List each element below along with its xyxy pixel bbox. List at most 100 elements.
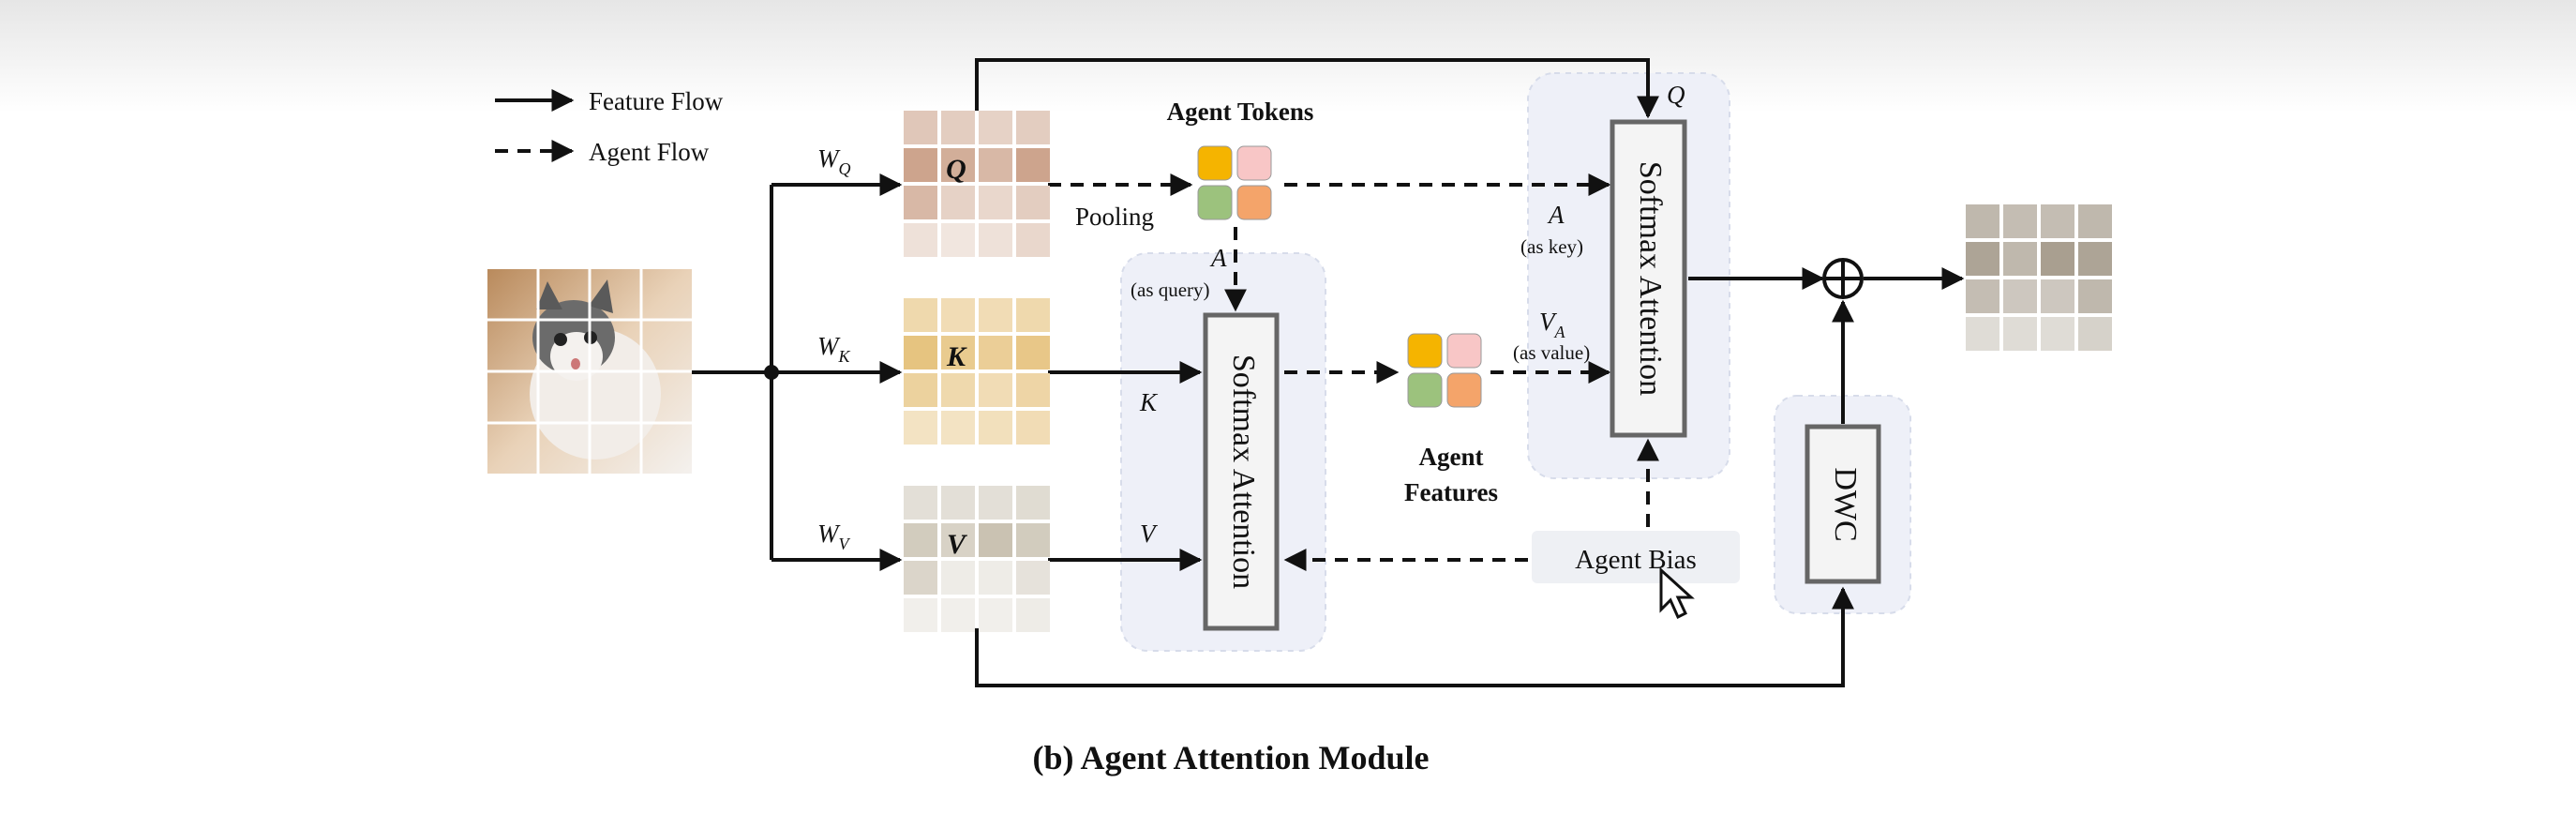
a-key-note: (as key) bbox=[1520, 235, 1583, 258]
output-matrix-cell bbox=[1966, 204, 1999, 238]
q-matrix-cell bbox=[904, 148, 937, 182]
pooling-label: Pooling bbox=[1075, 203, 1154, 231]
v-matrix-cell bbox=[1016, 598, 1050, 632]
v-matrix-cell bbox=[979, 598, 1012, 632]
v-matrix-cell bbox=[1016, 561, 1050, 595]
va-label: VA bbox=[1539, 308, 1566, 341]
output-matrix-cell bbox=[2041, 279, 2074, 313]
q-matrix-cell bbox=[904, 223, 937, 257]
softmax-left-label: Softmax Attention bbox=[1226, 354, 1261, 589]
agent-token bbox=[1197, 145, 1233, 181]
agent-token bbox=[1197, 185, 1233, 220]
legend: Feature Flow Agent Flow bbox=[495, 87, 724, 166]
agent-feature-token bbox=[1446, 372, 1482, 408]
wk-label: WK bbox=[817, 332, 851, 366]
output-matrix-cell bbox=[2078, 317, 2112, 351]
a-key-label: A bbox=[1547, 201, 1565, 229]
q-matrix-cell bbox=[1016, 111, 1050, 144]
output-matrix-cell bbox=[2003, 317, 2037, 351]
k-matrix-cell bbox=[941, 336, 975, 369]
k-matrix-cell bbox=[979, 411, 1012, 445]
output-matrix-cell bbox=[2003, 279, 2037, 313]
v-matrix bbox=[904, 486, 1050, 632]
q-matrix-cell bbox=[1016, 186, 1050, 219]
figure-caption: (b) Agent Attention Module bbox=[1033, 739, 1430, 776]
output-matrix-cell bbox=[2003, 242, 2037, 276]
cat-image bbox=[487, 269, 692, 474]
output-matrix-cell bbox=[2041, 204, 2074, 238]
branch-node bbox=[764, 365, 779, 380]
q-matrix-label: Q bbox=[946, 154, 966, 185]
q-matrix-cell bbox=[941, 111, 975, 144]
agent-feature-token bbox=[1407, 333, 1443, 369]
k-matrix-label: K bbox=[946, 341, 967, 372]
q-matrix-cell bbox=[941, 223, 975, 257]
q-top-label: Q bbox=[1667, 81, 1685, 109]
agent-feature-token bbox=[1446, 333, 1482, 369]
k-matrix-cell bbox=[904, 298, 937, 332]
mouse-cursor-icon bbox=[1659, 566, 1695, 620]
k-matrix-cell bbox=[1016, 411, 1050, 445]
v-matrix-cell bbox=[941, 523, 975, 557]
k-matrix bbox=[904, 298, 1050, 445]
v-matrix-cell bbox=[941, 561, 975, 595]
v-input-label: V bbox=[1140, 520, 1159, 548]
agent-feature-token bbox=[1407, 372, 1443, 408]
dwc-label: DWC bbox=[1828, 467, 1863, 541]
output-matrix-cell bbox=[2078, 204, 2112, 238]
v-matrix-cell bbox=[904, 561, 937, 595]
feature-flow-lines bbox=[692, 58, 1965, 687]
q-matrix-cell bbox=[1016, 148, 1050, 182]
wv-label: WV bbox=[817, 520, 851, 553]
v-matrix-cell bbox=[904, 523, 937, 557]
k-matrix-cell bbox=[941, 298, 975, 332]
output-matrix-cell bbox=[1966, 317, 1999, 351]
agent-tokens bbox=[1197, 145, 1272, 220]
v-matrix-cell bbox=[1016, 486, 1050, 520]
output-matrix-cell bbox=[2041, 242, 2074, 276]
agent-features-line1: Agent bbox=[1419, 443, 1484, 471]
output-matrix-cell bbox=[1966, 242, 1999, 276]
agent-features bbox=[1407, 333, 1482, 408]
v-matrix-cell bbox=[979, 486, 1012, 520]
softmax-attention-right bbox=[1610, 119, 1687, 438]
agent-token bbox=[1236, 185, 1272, 220]
v-matrix-cell bbox=[979, 523, 1012, 557]
va-note: (as value) bbox=[1513, 341, 1590, 364]
wq-label: WQ bbox=[817, 144, 851, 178]
agent-bias-label: Agent Bias bbox=[1575, 545, 1697, 575]
agent-token bbox=[1236, 145, 1272, 181]
legend-feature-flow: Feature Flow bbox=[589, 87, 724, 115]
v-matrix-label: V bbox=[947, 529, 968, 560]
output-matrix bbox=[1966, 204, 2112, 351]
q-matrix bbox=[904, 111, 1050, 257]
v-matrix-cell bbox=[979, 561, 1012, 595]
output-matrix-cell bbox=[1966, 279, 1999, 313]
k-input-label: K bbox=[1139, 388, 1159, 416]
q-matrix-cell bbox=[979, 186, 1012, 219]
v-matrix-cell bbox=[904, 486, 937, 520]
agent-features-line2: Features bbox=[1404, 478, 1498, 506]
a-query-note: (as query) bbox=[1131, 279, 1210, 301]
k-matrix-cell bbox=[904, 411, 937, 445]
v-matrix-cell bbox=[1016, 523, 1050, 557]
q-matrix-cell bbox=[1016, 223, 1050, 257]
q-matrix-cell bbox=[979, 148, 1012, 182]
v-matrix-cell bbox=[904, 598, 937, 632]
q-matrix-cell bbox=[979, 223, 1012, 257]
q-matrix-cell bbox=[979, 111, 1012, 144]
v-matrix-cell bbox=[941, 598, 975, 632]
softmax-right-label: Softmax Attention bbox=[1633, 161, 1668, 396]
q-matrix-cell bbox=[904, 111, 937, 144]
k-matrix-cell bbox=[979, 373, 1012, 407]
agent-tokens-title: Agent Tokens bbox=[1167, 98, 1314, 126]
legend-agent-flow: Agent Flow bbox=[589, 138, 710, 166]
agent-flow-lines bbox=[1048, 173, 1659, 571]
k-matrix-cell bbox=[979, 336, 1012, 369]
q-matrix-cell bbox=[941, 148, 975, 182]
k-matrix-cell bbox=[1016, 373, 1050, 407]
output-matrix-cell bbox=[2003, 204, 2037, 238]
k-matrix-cell bbox=[1016, 298, 1050, 332]
k-matrix-cell bbox=[941, 373, 975, 407]
